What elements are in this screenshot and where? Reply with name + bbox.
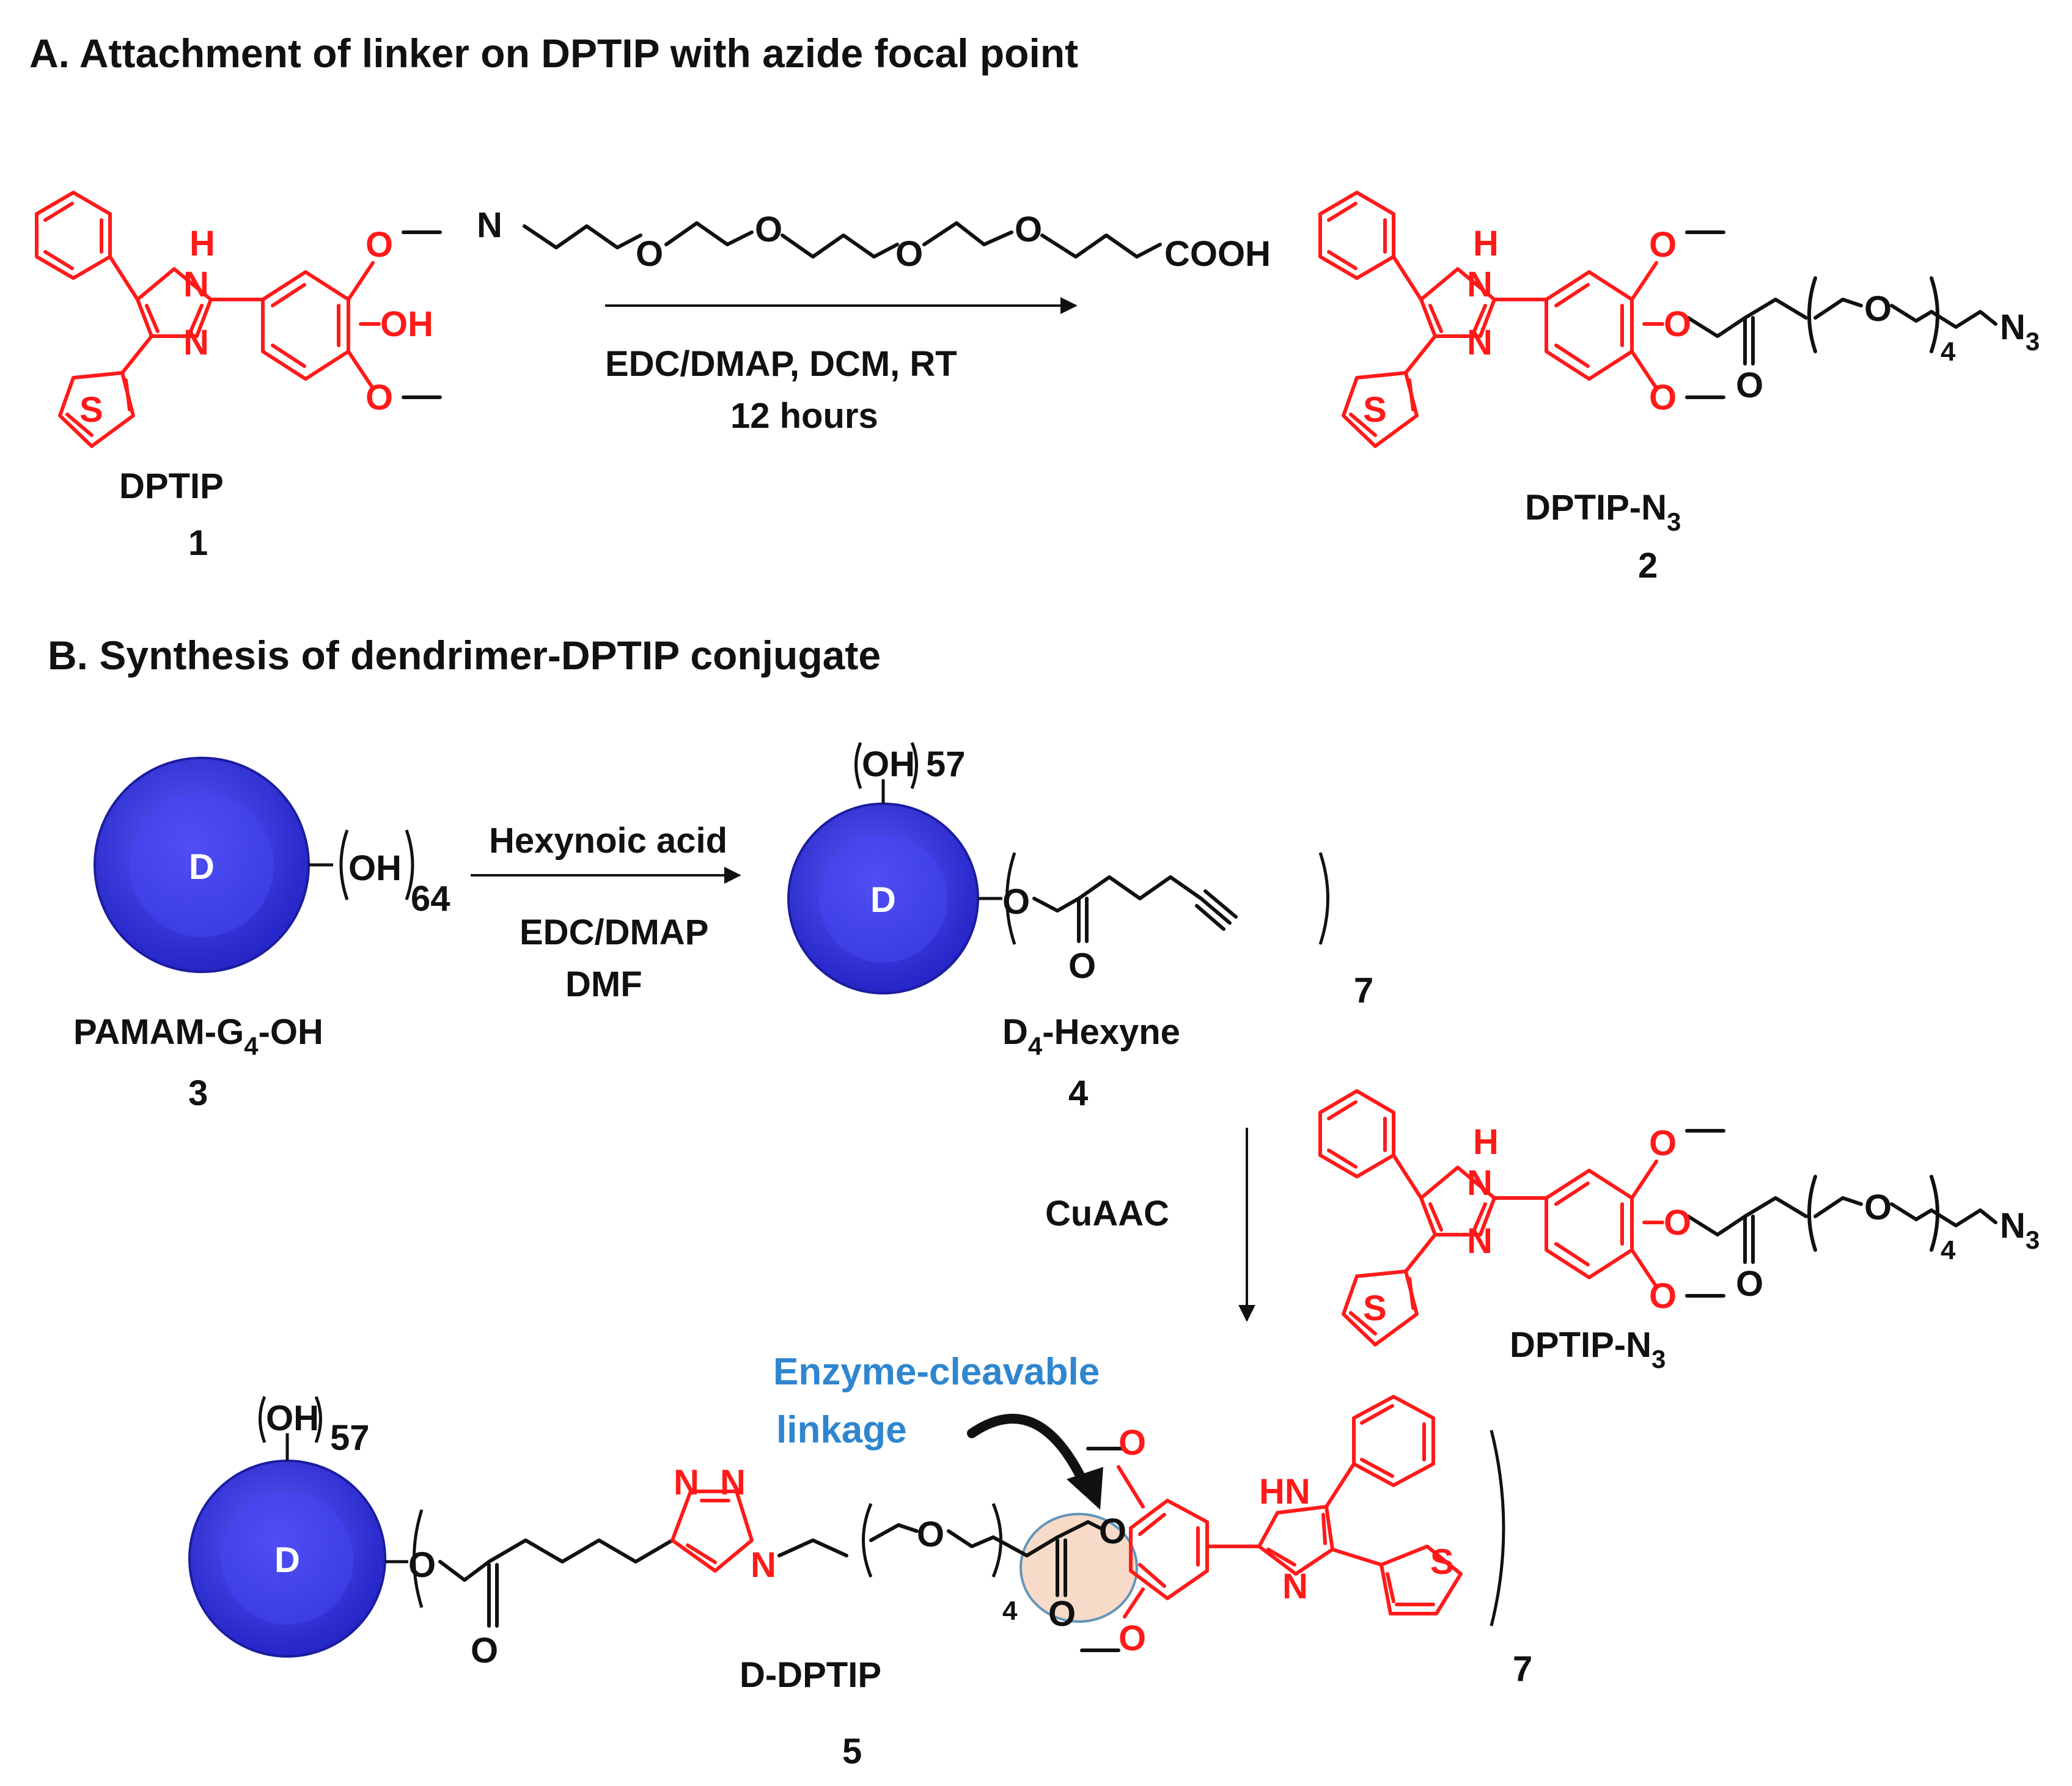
compound-1-name: DPTIP: [119, 466, 224, 506]
conditions-line2: 12 hours: [730, 396, 878, 436]
dptip-n3-structure: H N N S O O O O O 4 N3: [1318, 191, 2040, 448]
peg-linker-structure: N O O O O COOH: [477, 205, 1271, 274]
atom-n: N: [1467, 265, 1493, 304]
atom-o: O: [1664, 304, 1691, 344]
azide-label: N: [477, 205, 502, 245]
atom-n: N: [720, 1463, 746, 1502]
atom-o: O: [471, 1631, 498, 1670]
azide-n: N3: [2000, 307, 2040, 356]
annotation-line1: Enzyme-cleavable: [773, 1351, 1100, 1393]
atom-o: O: [1099, 1512, 1126, 1551]
d4-hexyne-structure: D OH 57 O O 7: [787, 742, 1373, 1010]
ether-oxygen: O: [1015, 210, 1042, 249]
atom-o: O: [1736, 1264, 1763, 1304]
atom-nh: HN: [1259, 1472, 1310, 1512]
atom-n: N: [674, 1463, 699, 1502]
atom-o: O: [1649, 225, 1677, 265]
atom-o: O: [1736, 366, 1763, 405]
acid-label: COOH: [1164, 234, 1271, 274]
compound-4-name: D4-Hexyne: [1002, 1012, 1180, 1060]
atom-o: O: [1649, 1123, 1677, 1163]
atom-o: O: [366, 378, 393, 417]
peg-repeat: 4: [1002, 1596, 1018, 1626]
azide-n: N3: [2000, 1206, 2040, 1254]
atom-oh: OH: [380, 304, 433, 344]
hydroxyl-label: OH: [348, 848, 402, 888]
atom-n: N: [1467, 1221, 1493, 1261]
oh-count: 57: [330, 1418, 370, 1458]
compound-4-number: 4: [1068, 1073, 1088, 1113]
atom-o: O: [1649, 1276, 1677, 1316]
annotation-curved-arrow: [967, 1414, 1090, 1490]
dendrimer-core-label: D: [870, 880, 896, 920]
atom-h: H: [189, 224, 215, 263]
section-b-heading: B. Synthesis of dendrimer-DPTIP conjugat…: [48, 633, 881, 678]
atom-o: O: [917, 1515, 944, 1554]
atom-n: N: [1467, 1163, 1493, 1203]
atom-s: S: [1363, 390, 1387, 430]
conditions-line1: EDC/DMAP, DCM, RT: [605, 344, 957, 384]
pamam-dendrimer: D OH 64: [94, 757, 450, 973]
atom-o: O: [1119, 1423, 1146, 1463]
hydroxyl-label: OH: [862, 744, 915, 784]
compound-2-number: 2: [1638, 546, 1658, 586]
peg-repeat: 4: [1941, 1235, 1956, 1265]
dptip-n3-reactant-structure: H N N S O O O O O 4 N3: [1318, 1089, 2040, 1347]
atom-s: S: [79, 390, 103, 430]
atom-n: N: [751, 1545, 776, 1585]
atom-o: O: [1649, 378, 1677, 417]
atom-o: O: [1664, 1203, 1691, 1243]
compound-1-number: 1: [188, 523, 208, 563]
atom-h: H: [1473, 1122, 1499, 1162]
oh-count: 57: [926, 744, 966, 784]
dptip-structure: H N N S O OH O: [35, 191, 442, 448]
atom-h: H: [1473, 224, 1499, 263]
atom-n: N: [183, 323, 209, 362]
atom-s: S: [1430, 1542, 1454, 1582]
compound-3-number: 3: [188, 1073, 208, 1113]
dendrimer-core-label: D: [189, 847, 215, 887]
step1-reagent: Hexynoic acid: [489, 821, 727, 861]
peg-repeat: 4: [1941, 337, 1956, 367]
step1-line2: EDC/DMAP: [520, 913, 708, 952]
atom-o: O: [1119, 1619, 1146, 1658]
atom-o: O: [1864, 1188, 1892, 1227]
atom-o: O: [366, 225, 393, 265]
atom-s: S: [1363, 1288, 1387, 1328]
section-a-heading: A. Attachment of linker on DPTIP with az…: [29, 31, 1078, 76]
compound-5-number: 5: [842, 1732, 862, 1771]
step2-reagent: CuAAC: [1045, 1194, 1169, 1233]
atom-n: N: [1282, 1567, 1308, 1606]
repeat-count: 7: [1354, 971, 1373, 1010]
annotation-arrowhead: [1067, 1467, 1103, 1510]
ether-oxygen: O: [895, 234, 923, 274]
d-dptip-product-structure: D OH 57 O O N N N O 4 O O: [188, 1395, 1532, 1689]
atom-n: N: [183, 265, 209, 304]
atom-n: N: [1467, 323, 1493, 362]
atom-o: O: [1048, 1594, 1076, 1634]
compound-5-name: D-DPTIP: [740, 1655, 881, 1695]
reactant-name: DPTIP-N3: [1510, 1325, 1666, 1373]
ether-oxygen: O: [636, 234, 663, 274]
dendrimer-core-label: D: [274, 1540, 300, 1580]
repeat-count: 7: [1513, 1649, 1532, 1689]
step1-line3: DMF: [565, 965, 642, 1004]
atom-o: O: [1068, 946, 1096, 986]
atom-o: O: [408, 1545, 436, 1585]
atom-o: O: [1864, 289, 1892, 329]
compound-2-name: DPTIP-N3: [1525, 488, 1681, 536]
compound-3-name: PAMAM-G4-OH: [73, 1012, 323, 1060]
hydroxyl-label: OH: [266, 1398, 319, 1438]
oh-multiplicity: 64: [411, 879, 450, 919]
annotation-line2: linkage: [776, 1409, 907, 1451]
atom-o: O: [1002, 882, 1030, 922]
ether-oxygen: O: [755, 210, 782, 249]
